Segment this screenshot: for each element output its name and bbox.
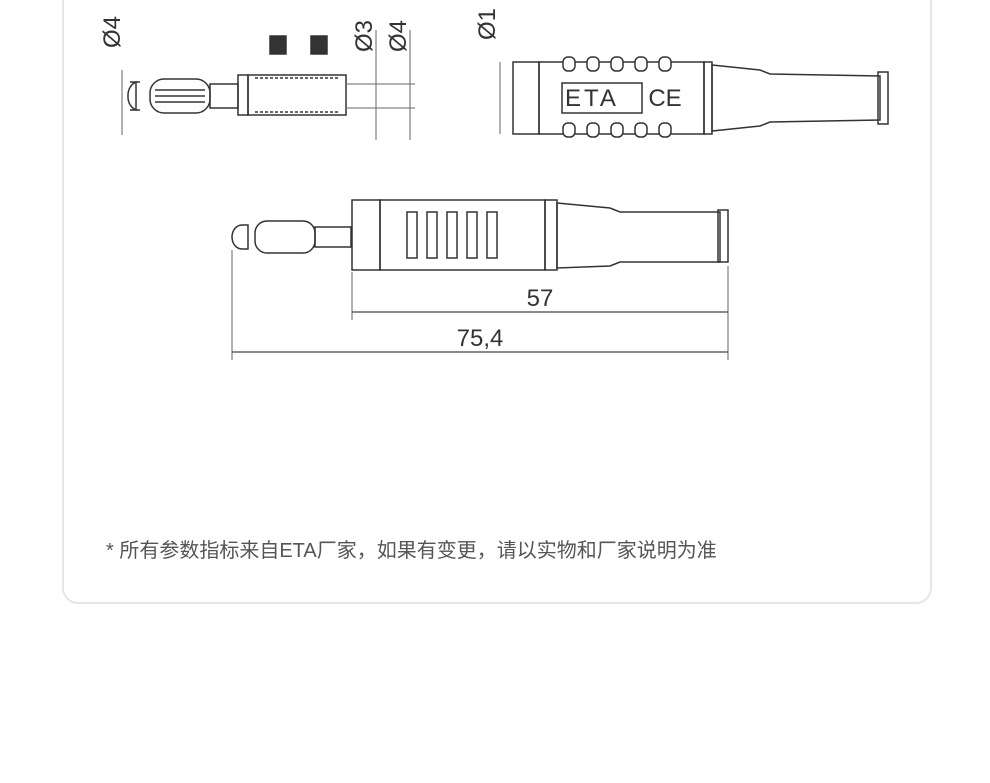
dim-outer-diameter: Ø4 — [385, 20, 412, 52]
spec-card — [62, 0, 932, 604]
grip-bump — [586, 56, 600, 72]
dim-body-length: 57 — [527, 285, 554, 312]
grip-slot — [486, 211, 498, 259]
dim-tip-diameter: Ø4 — [99, 16, 126, 48]
dim-inner-diameter: Ø3 — [351, 20, 378, 52]
grip-slot — [466, 211, 478, 259]
eta-logo: ETA — [565, 85, 619, 112]
grip-slot — [406, 211, 418, 259]
grip-bump — [610, 122, 624, 138]
assembled-plug — [231, 199, 729, 360]
grip-bump — [634, 122, 648, 138]
footnote: * 所有参数指标来自ETA厂家，如果有变更，请以实物和厂家说明为准 — [106, 540, 717, 562]
grip-bump — [658, 56, 672, 72]
plug-cross-section — [121, 30, 415, 140]
grip-bump — [562, 56, 576, 72]
dim-total-length: 75,4 — [457, 325, 504, 352]
grip-bump — [562, 122, 576, 138]
grip-slot — [446, 211, 458, 259]
grip-bump — [610, 56, 624, 72]
grip-bump — [658, 122, 672, 138]
grip-bump — [586, 122, 600, 138]
plug-body-side-view — [499, 56, 889, 138]
ce-mark: CE — [648, 85, 681, 112]
grip-bump — [634, 56, 648, 72]
grip-slot — [426, 211, 438, 259]
dim-body-diameter: Ø1 — [474, 8, 501, 40]
